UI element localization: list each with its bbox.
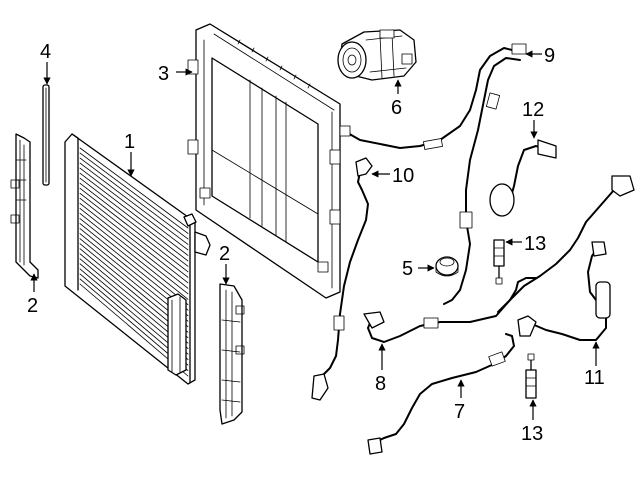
callout-leaders <box>30 50 600 420</box>
callout-labels: 1 2 2 3 4 5 6 7 8 9 10 11 12 13 13 <box>27 41 605 445</box>
callout-4: 4 <box>40 41 51 63</box>
callout-2-left: 2 <box>27 295 38 317</box>
callout-7: 7 <box>454 401 465 423</box>
callout-11: 11 <box>584 367 605 389</box>
part-9-line <box>339 43 527 305</box>
callout-13-upper: 13 <box>524 233 546 255</box>
callout-13-lower: 13 <box>521 423 543 445</box>
part-13-upper-sensor <box>493 239 505 285</box>
part-6-compressor <box>337 29 417 81</box>
part-12-hose <box>489 139 557 217</box>
part-7-hose <box>367 333 515 455</box>
part-2-right-bracket <box>219 283 245 425</box>
part-4-rod <box>42 84 50 186</box>
callout-12: 12 <box>522 99 544 121</box>
callout-9: 9 <box>544 45 555 67</box>
callout-8: 8 <box>375 373 386 395</box>
callout-3: 3 <box>158 63 169 85</box>
part-1-condenser <box>64 133 211 385</box>
part-10-liquid-line <box>311 157 373 401</box>
part-5-plug <box>435 256 459 277</box>
callout-2-right: 2 <box>219 243 230 265</box>
callout-1: 1 <box>124 131 135 153</box>
callout-6: 6 <box>391 97 402 119</box>
part-2-left-bracket <box>10 133 39 279</box>
part-8-hose <box>363 277 537 343</box>
part-13-lower-sensor <box>525 353 537 399</box>
part-11-line <box>497 175 635 341</box>
callout-10: 10 <box>392 165 414 187</box>
callout-5: 5 <box>402 258 413 280</box>
part-3-frame <box>187 23 341 299</box>
